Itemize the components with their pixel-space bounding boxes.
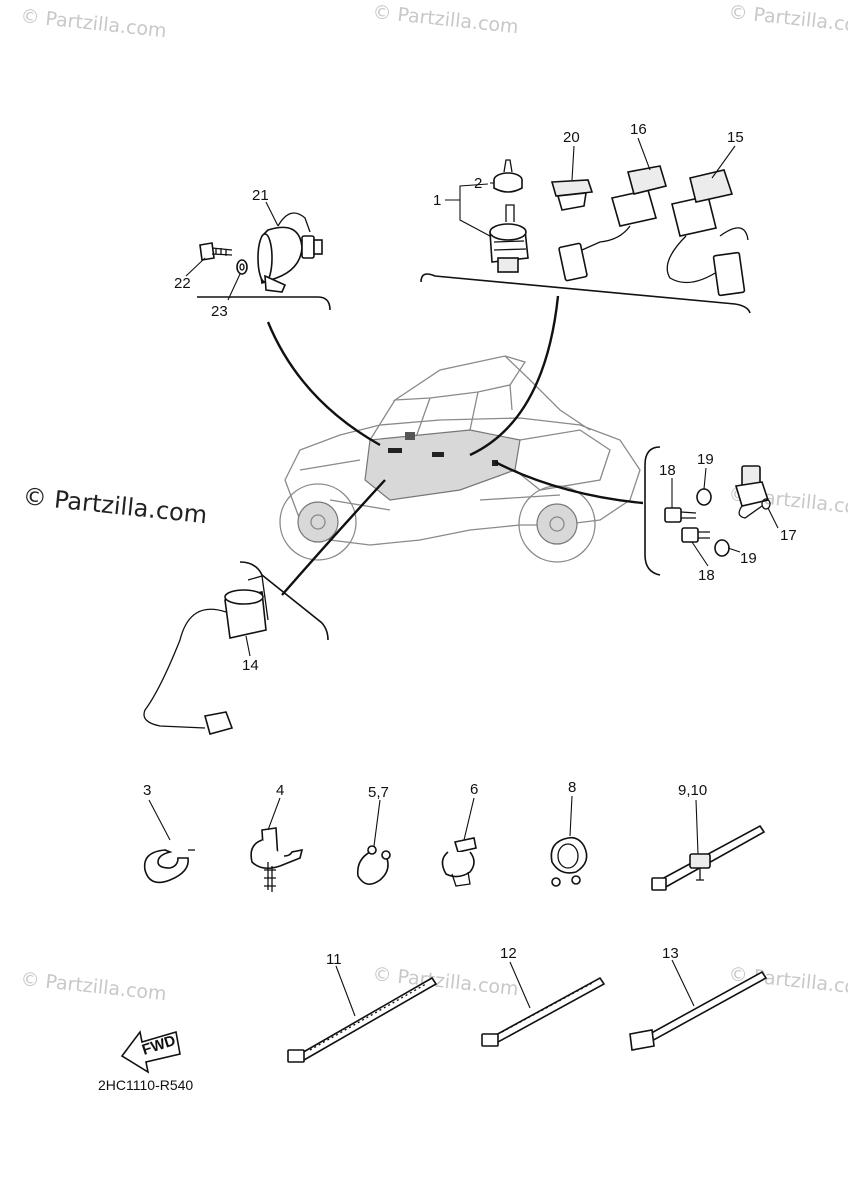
part-1-ignition-switch (489, 204, 529, 273)
cable-to-14 (281, 479, 386, 596)
part-11-cable-tie (287, 976, 438, 1063)
part-2-cap (493, 159, 523, 193)
callout-17: 17 (780, 527, 797, 544)
part-3-clip (143, 849, 195, 884)
part-23-washer (236, 259, 248, 275)
callout-11: 11 (326, 951, 342, 968)
cable-to-17 (494, 460, 644, 505)
callout-1: 1 (433, 192, 441, 209)
part-4-clip (250, 827, 304, 892)
bracket-21-group (197, 296, 331, 311)
callout-21: 21 (252, 187, 269, 204)
callout-22: 22 (174, 275, 191, 292)
watermark-mid-left: © Partzilla.com (21, 482, 208, 529)
part-21-sensor (257, 212, 323, 293)
part-6-clip (441, 837, 477, 887)
part-17-sensor (734, 465, 771, 519)
callout-16: 16 (630, 121, 647, 138)
part-9-10-tie (651, 824, 766, 891)
diagram-code: 2HC1110-R540 (98, 1077, 193, 1093)
part-19-washer-a (696, 488, 712, 506)
callout-3: 3 (143, 782, 151, 799)
vehicle-illustration (279, 355, 641, 563)
callout-4: 4 (276, 782, 284, 799)
part-22-bolt (199, 242, 233, 261)
bracket-switch-group (420, 273, 751, 314)
callout-5-7: 5,7 (368, 784, 389, 801)
cable-to-switches (469, 295, 560, 457)
callout-2: 2 (474, 175, 482, 192)
part-14-sensor (143, 575, 269, 735)
callout-15: 15 (727, 129, 744, 146)
callout-14: 14 (242, 657, 259, 674)
callout-9-10: 9,10 (678, 782, 707, 799)
part-8-clip (550, 836, 588, 887)
part-5-7-clip (356, 845, 391, 885)
part-16-switch (558, 165, 668, 282)
bracket-17-group (644, 446, 661, 576)
callout-18a: 18 (659, 462, 676, 479)
part-15-switch (666, 169, 749, 297)
callout-19a: 19 (697, 451, 714, 468)
part-20-connector (550, 179, 594, 211)
callout-20: 20 (563, 129, 580, 146)
part-18-bolt-a (664, 507, 697, 523)
bracket-14-group (239, 561, 329, 641)
fwd-arrow-icon: FWD (120, 1030, 181, 1074)
connection-cables (266, 295, 644, 596)
watermark-top-center: © Partzilla.com (371, 1, 519, 38)
watermark-top-left: © Partzilla.com (19, 5, 167, 42)
callout-6: 6 (470, 781, 478, 798)
cable-to-21 (266, 321, 381, 447)
part-13-cable-tie (629, 970, 768, 1051)
callout-8: 8 (568, 779, 576, 796)
part-19-washer-b (714, 539, 730, 557)
part-12-cable-tie (481, 976, 606, 1047)
callout-23: 23 (211, 303, 228, 320)
callout-labels: 1 2 3 4 5,7 6 8 9,10 11 12 13 14 15 16 1… (143, 121, 797, 968)
watermark-bottom-left: © Partzilla.com (19, 968, 167, 1005)
callout-18b: 18 (698, 567, 715, 584)
part-18-bolt-b (681, 527, 710, 543)
callout-13: 13 (662, 945, 679, 962)
watermark-bottom-center: © Partzilla.com (371, 963, 519, 1000)
callout-19b: 19 (740, 550, 757, 567)
watermark-top-right: © Partzilla.com (727, 1, 848, 38)
callout-12: 12 (500, 945, 517, 962)
